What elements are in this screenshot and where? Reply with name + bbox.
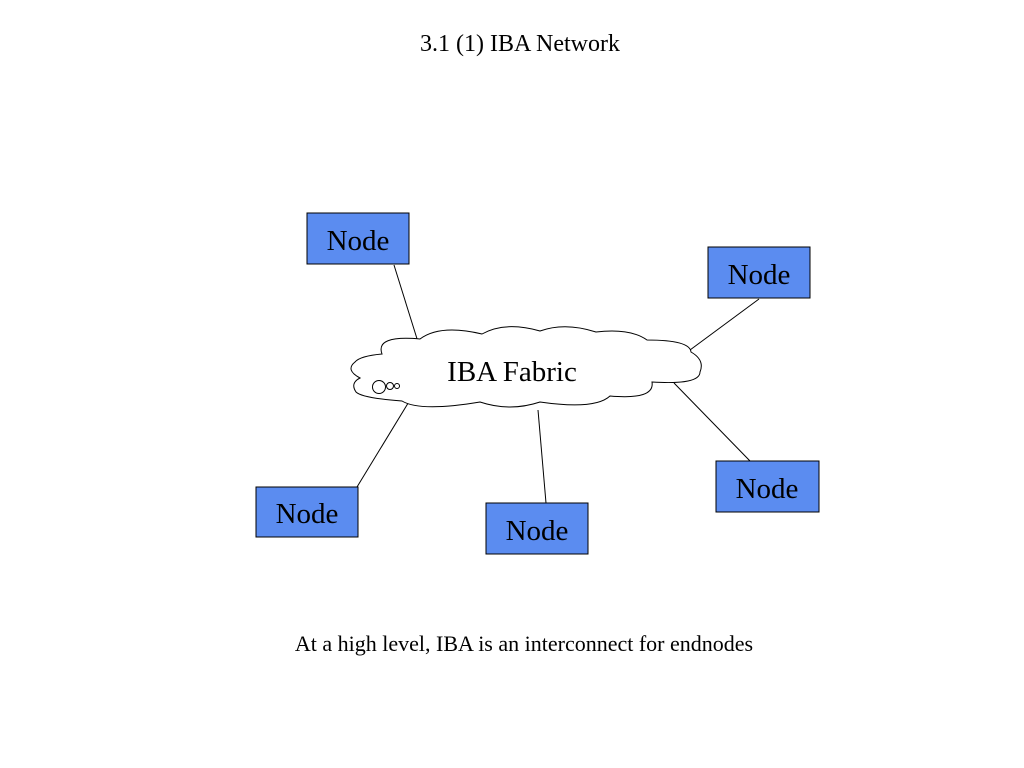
node-box[interactable] bbox=[707, 246, 811, 299]
node-label: Node bbox=[728, 259, 791, 291]
node-label: Node bbox=[506, 515, 569, 547]
link-bottom-center-node bbox=[537, 409, 547, 504]
link-right-node bbox=[673, 382, 751, 462]
iba-fabric-cloud: IBA Fabric bbox=[350, 326, 702, 408]
slide-caption: At a high level, IBA is an interconnect … bbox=[294, 631, 754, 656]
node-bottom-left[interactable]: Node bbox=[255, 486, 359, 538]
node-top-left[interactable]: Node bbox=[306, 212, 410, 265]
node-bottom-center[interactable]: Node bbox=[485, 502, 589, 555]
link-bottom-left-node bbox=[356, 399, 411, 488]
node-label: Node bbox=[276, 498, 339, 530]
node-right[interactable]: Node bbox=[715, 460, 820, 513]
cloud-thought-bubble-small bbox=[394, 383, 400, 389]
fabric-label: IBA Fabric bbox=[447, 356, 577, 388]
connection-lines bbox=[356, 264, 760, 504]
cloud-shape bbox=[350, 326, 702, 408]
cloud-thought-bubble-medium bbox=[386, 382, 394, 390]
cloud-thought-bubble-large bbox=[372, 380, 386, 394]
link-top-right-node bbox=[689, 298, 760, 351]
node-box[interactable] bbox=[485, 502, 589, 555]
node-top-right[interactable]: Node bbox=[707, 246, 811, 299]
node-label: Node bbox=[736, 473, 799, 505]
node-box[interactable] bbox=[255, 486, 359, 538]
slide-title: 3.1 (1) IBA Network bbox=[420, 31, 620, 57]
node-box[interactable] bbox=[306, 212, 410, 265]
link-top-left-node bbox=[393, 264, 419, 343]
node-label: Node bbox=[327, 225, 390, 257]
node-box[interactable] bbox=[715, 460, 820, 513]
